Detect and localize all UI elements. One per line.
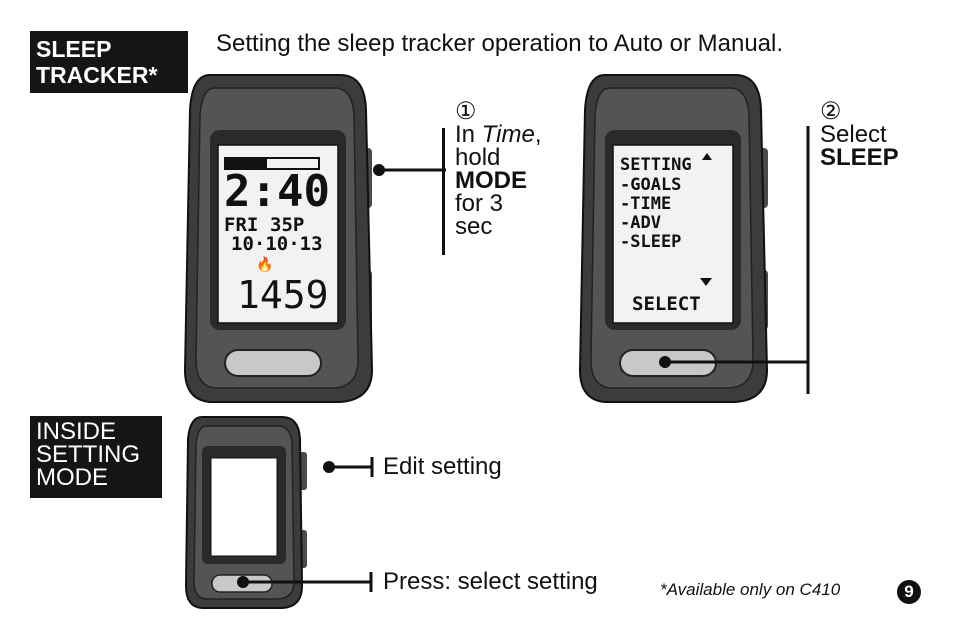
watch-time-mode bbox=[183, 74, 374, 403]
mode-button[interactable] bbox=[224, 349, 322, 377]
pointer-step1 bbox=[373, 164, 446, 176]
pointer-select-setting bbox=[237, 572, 373, 592]
down-arrow-icon bbox=[700, 278, 712, 286]
step2-text: ② Select SLEEP bbox=[820, 98, 899, 171]
step1-line2: hold bbox=[455, 144, 501, 171]
up-arrow-icon bbox=[702, 153, 712, 160]
step1-line3: MODE bbox=[455, 167, 527, 194]
step1-line4: for 3 bbox=[455, 190, 504, 217]
lcd-temp: 35P bbox=[270, 214, 305, 236]
lcd-menu-item: -GOALS bbox=[620, 175, 682, 195]
footnote: *Available only on C410 bbox=[660, 580, 841, 599]
step1-number: ① bbox=[455, 98, 477, 125]
lcd-time: 2:40 bbox=[224, 166, 330, 217]
tag-line: TRACKER* bbox=[36, 62, 158, 88]
pointer-step2 bbox=[659, 126, 810, 394]
flame-icon: 🔥 bbox=[256, 256, 274, 272]
tag-line: SLEEP bbox=[36, 36, 112, 62]
step1-bar bbox=[442, 128, 445, 255]
step1-text: ① In Time, hold MODE for 3 sec bbox=[455, 98, 542, 240]
step2-line1: Select bbox=[820, 121, 887, 148]
lcd-date: 10·10·13 bbox=[231, 233, 323, 255]
press-select-setting-label: Press: select setting bbox=[383, 568, 598, 595]
step1-line5: sec bbox=[455, 213, 493, 240]
pointer-edit-setting bbox=[323, 457, 374, 477]
sleep-tracker-tag: SLEEP TRACKER* bbox=[30, 31, 188, 93]
edit-setting-label: Edit setting bbox=[383, 453, 502, 480]
lcd-screen bbox=[217, 144, 339, 324]
step2-number: ② bbox=[820, 98, 842, 125]
watch-setting-mode bbox=[578, 74, 769, 403]
lcd-menu-item: -SLEEP bbox=[620, 232, 682, 252]
inside-setting-mode-tag: INSIDE SETTING MODE bbox=[30, 416, 162, 498]
lcd-menu-item: -TIME bbox=[620, 194, 672, 214]
lcd-select: SELECT bbox=[632, 293, 701, 315]
page-number: 9 bbox=[897, 580, 921, 604]
lcd-menu-item: -ADV bbox=[620, 213, 661, 233]
tag-line: INSIDE bbox=[36, 418, 117, 445]
lcd-day: FRI bbox=[224, 214, 259, 236]
watch-inside-setting bbox=[184, 416, 307, 609]
lcd-screen bbox=[612, 144, 734, 324]
lcd-setting-title: SETTING bbox=[620, 155, 692, 175]
tag-line: SETTING bbox=[36, 441, 141, 468]
section-heading: Setting the sleep tracker operation to A… bbox=[216, 30, 784, 57]
lcd-screen bbox=[210, 457, 278, 557]
lcd-calories: 1459 bbox=[237, 273, 329, 317]
step2-line2: SLEEP bbox=[820, 144, 899, 171]
step1-line1: In Time, bbox=[455, 121, 542, 148]
tag-line: MODE bbox=[36, 464, 108, 491]
